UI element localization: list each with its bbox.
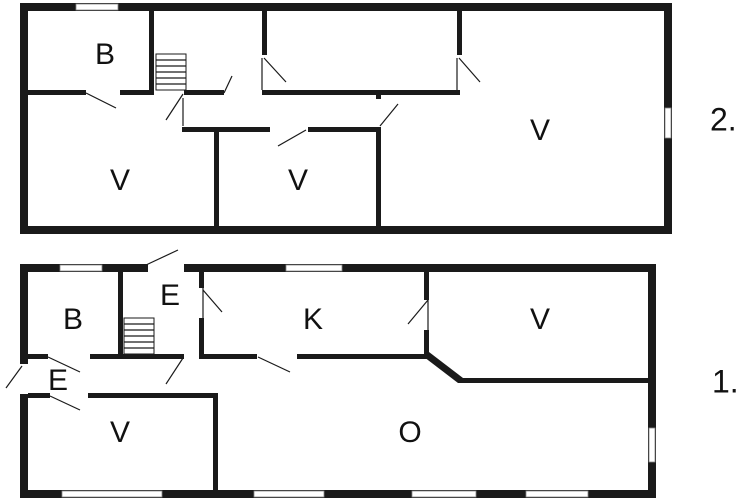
- floor-1-wall-hall-top-2: [90, 354, 184, 359]
- floor-2-wall-vmid-right: [376, 127, 381, 226]
- floor-1-wall-b-right: [118, 272, 123, 356]
- floor-1-room-e-top-label: E: [160, 279, 180, 312]
- floor-1-window-bottom-2: [253, 490, 325, 498]
- floor-1-window-bottom-3: [411, 490, 477, 498]
- floor-1-wall-e-right-2: [199, 318, 204, 356]
- floor-1-entrance-top-gap: [148, 264, 184, 272]
- floor-2-window-top: [75, 3, 119, 11]
- floor-2-wall-mid-2: [457, 11, 462, 55]
- floor-2-room-b-label: B: [95, 38, 115, 71]
- floor-2-label: 2.: [710, 101, 737, 137]
- floor-2-room-v-left-label: V: [110, 164, 130, 197]
- floor-1-entrance-left-gap: [20, 364, 28, 394]
- floor-1-plan: B E K V E V O 1.: [5, 249, 739, 498]
- floor-1-window-bottom-1: [61, 490, 163, 498]
- floor-2-wall-vmid-left: [214, 127, 219, 226]
- floor-2-plan: B V V V 2.: [20, 3, 737, 234]
- floor-1-doors: [5, 249, 429, 411]
- floor-1-window-right: [648, 427, 656, 463]
- floor-2-wall-b-bottom-2: [120, 90, 154, 95]
- floor-1-wall-hall-top-4: [297, 354, 427, 359]
- floor-1-wall-hall-top-3: [199, 354, 257, 359]
- floor-1-outer-wall-bottom: [20, 490, 656, 498]
- floor-1-room-v-right-label: V: [530, 303, 550, 336]
- floor-2-outer-wall-left: [20, 3, 28, 234]
- floor-2-staircase: [155, 53, 187, 91]
- floor-1-wall-v-left-top-2: [88, 393, 218, 398]
- floor-1-room-o-label: O: [398, 416, 421, 449]
- floor-2-outer-wall-top: [20, 3, 672, 11]
- floor-2-wall-hall-end: [376, 95, 381, 99]
- floor-2-wall-hall-top: [184, 90, 224, 95]
- floor-2-wall-hall-bottom: [182, 127, 270, 132]
- floor-2-wall-b-bottom: [28, 90, 86, 95]
- floor-1-room-e-left-label: E: [48, 364, 68, 397]
- floor-1-label: 1.: [712, 363, 739, 399]
- floor-1-room-b-label: B: [63, 303, 83, 336]
- floor-2-wall-mid-1: [262, 11, 267, 55]
- floor-1-wall-e-right: [199, 272, 204, 288]
- floor-1-room-v-left-label: V: [110, 416, 130, 449]
- floor-1-outer-wall-right: [648, 264, 656, 498]
- floor-1-wall-k-right: [424, 272, 429, 300]
- floor-1-wall-k-right-2: [424, 330, 429, 359]
- floor-2-wall-b-right: [149, 11, 154, 93]
- floor-2-room-v-middle-label: V: [288, 164, 308, 197]
- floor-1-window-bottom-4: [525, 490, 589, 498]
- floor-2-doors: [85, 57, 481, 147]
- floor-2-wall-hall-bottom-2: [308, 127, 380, 132]
- floor-2-window-right: [664, 107, 672, 139]
- floor-1-wall-v-left-top: [28, 393, 50, 398]
- floor-2-outer-wall-bottom: [20, 226, 672, 234]
- floor-1-wall-hall-top: [28, 354, 48, 359]
- floor-1-window-top-1: [59, 264, 103, 272]
- floor-1-wall-diagonal: [424, 352, 463, 383]
- floor-1-window-top-2: [285, 264, 343, 272]
- floor-1-room-k-label: K: [303, 303, 323, 336]
- floor-1-staircase: [123, 317, 155, 355]
- floor-2-room-v-right-label: V: [530, 114, 550, 147]
- floor-1-wall-v-left-right: [213, 393, 218, 490]
- floor-1-wall-v-bottom: [458, 378, 648, 383]
- floor-2-wall-hall-top-2: [262, 90, 460, 95]
